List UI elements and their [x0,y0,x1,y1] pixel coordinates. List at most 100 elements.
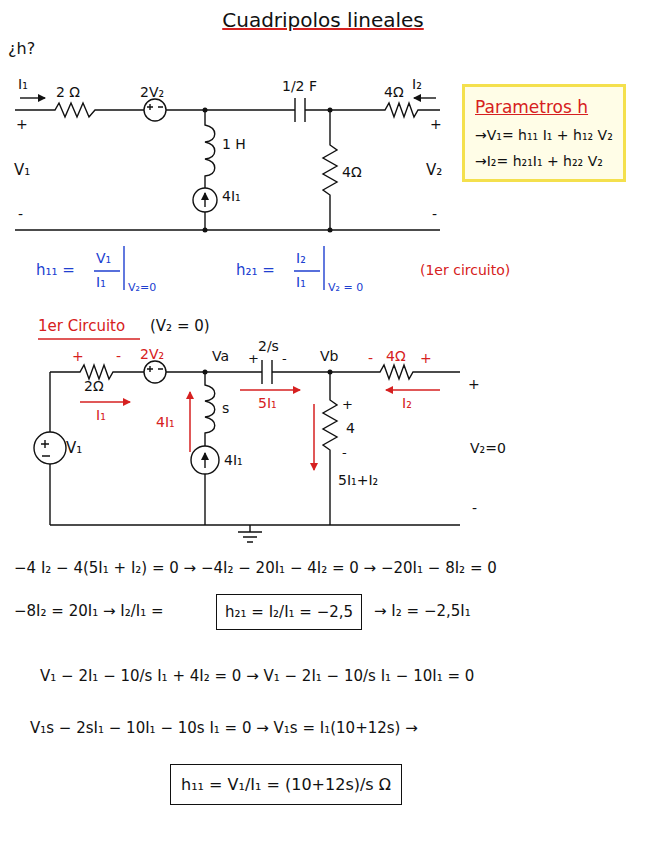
circuit-wire [147,104,163,110]
circuit-wire [20,97,45,98]
circuit-wire [34,432,66,464]
circuit-wire [193,188,217,212]
handwritten-label: I₁ [296,274,306,290]
handwritten-label: (V₂ = 0) [150,318,210,335]
handwritten-label: V₁s − 2sI₁ − 10I₁ − 10s I₁ = 0 → V₁s = I… [30,720,418,737]
circuit-wire [238,525,262,542]
handwritten-label: V₁ [66,440,82,457]
current-arrow [189,392,191,452]
handwritten-label: → I₂ = −2,5I₁ [374,603,471,620]
handwritten-label: I₁ [96,407,106,423]
circuit-wire [205,110,215,188]
handwritten-label: V₁ − 2I₁ − 10/s I₁ + 4I₂ = 0 → V₁ − 2I₁ … [40,668,474,685]
handwritten-label: - [116,348,121,364]
handwritten-label: + [16,116,28,132]
circuit-wire [50,365,144,379]
circuit-wire [204,212,205,230]
node-dot [203,108,333,233]
node-dot [328,108,333,113]
circuit-wire [41,440,50,456]
circuit-wire [262,360,272,384]
handwritten-label: (1er circuito) [420,262,510,278]
circuit-wire [204,474,205,525]
handwritten-label: I₁ [96,274,106,290]
node-dot [203,370,208,375]
circuit-wire [191,446,219,474]
fraction-bar [294,246,324,290]
handwritten-label: + [72,348,84,364]
circuit-wire [147,366,163,372]
handwritten-label: 1/2 F [282,78,317,94]
current-arrow [313,404,315,470]
handwritten-label: - [432,206,437,222]
current-arrow [240,389,300,391]
equation-text: →V₁= h₁₁ I₁ + h₁₂ V₂ [475,127,613,143]
handwritten-label: 5I₁+I₂ [338,472,378,488]
handwritten-label: I₂ [402,395,412,411]
handwritten-label: + [342,398,353,413]
handwritten-label: V₂=0 [128,282,156,295]
box-heading: Parametros h [475,97,613,117]
handwritten-label: 1 H [222,136,246,152]
handwritten-label: 4 [346,420,355,436]
handwritten-label: - [18,206,23,222]
handwritten-label: −8I₂ = 20I₁ → I₂/I₁ = [14,603,164,620]
circuit-wire [50,524,460,525]
equation-text: →I₂= h₂₁I₁ + h₂₂ V₂ [475,153,613,169]
handwritten-label: + [430,116,442,132]
underline [38,338,140,339]
handwritten-label: V₁ [14,162,30,179]
underline [38,338,140,339]
handwritten-label: I₁ [18,76,28,92]
handwritten-label: 2V₂ [140,84,164,100]
handwritten-label: + [248,352,259,367]
page-title: Cuadripolos lineales [0,8,646,32]
handwritten-label: + [468,376,480,392]
circuit-wire [205,372,215,446]
fraction-bar [94,246,124,290]
highlight-box: Parametros h →V₁= h₁₁ I₁ + h₁₂ V₂ →I₂= h₂₁… [462,84,626,182]
result-box: h₁₁ = V₁/I₁ = (10+12s)/s Ω [170,764,402,805]
circuit-wire [34,360,460,542]
current-arrow [80,390,440,470]
equation-text: h₁₁ = V₁/I₁ = (10+12s)/s Ω [181,775,391,794]
handwritten-label: 4I₁ [156,414,175,430]
current-arrow [80,401,130,403]
handwritten-label: 4Ω [342,164,362,180]
circuit-wire [414,97,436,98]
handwritten-label: Vb [320,348,338,364]
node-dot [328,228,333,233]
circuit-wire [166,103,440,117]
node-dot [203,108,208,113]
circuit-wire [166,365,460,379]
handwritten-label: h₁₁ = [36,262,75,279]
handwritten-label: Va [212,348,229,364]
circuit-wire [15,103,144,117]
title-text: Cuadripolos lineales [222,8,424,32]
result-box: h₂₁ = I₂/I₁ = −2,5 [216,594,362,630]
handwritten-label: 2/s [258,338,279,354]
handwritten-label: s [222,400,229,416]
handwritten-label: V₁ [96,250,111,266]
circuit-wire [144,361,166,383]
handwritten-label: 4I₁ [224,452,243,468]
circuit-wire [323,110,337,230]
handwritten-label: - [282,352,287,367]
handwritten-label: 4I₁ [222,188,241,204]
handwritten-label: I₂ [412,76,422,92]
handwritten-label: 5I₁ [258,395,277,411]
handwritten-label: I₂ [296,250,306,266]
handwritten-label: - [472,500,477,516]
handwritten-label: 1er Circuito [38,318,125,335]
handwritten-label: 2V₂ [140,346,164,362]
node-dot [203,370,333,375]
circuit-wire [49,372,50,525]
handwritten-label: V₂ = 0 [328,282,363,295]
node-dot [328,370,333,375]
circuit-wire [323,372,337,525]
handwritten-label: V₂ [426,162,442,179]
handwritten-label: −4 I₂ − 4(5I₁ + I₂) = 0 → −4I₂ − 20I₁ − … [14,560,497,577]
handwritten-label: V₂=0 [470,440,506,456]
node-dot [203,228,208,233]
current-arrow [386,389,440,391]
